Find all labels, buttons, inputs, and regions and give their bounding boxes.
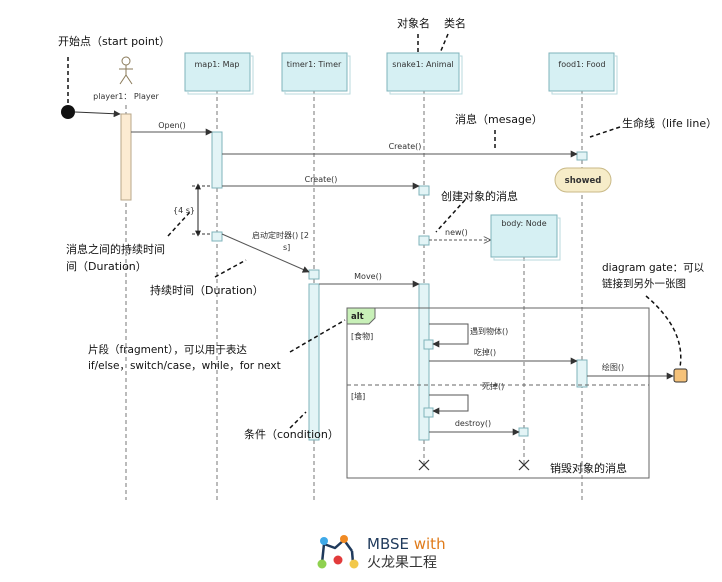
lifeline-label: body: Node <box>501 219 546 228</box>
annotation-duration: 持续时间（Duration） <box>150 283 264 297</box>
msg-move-label: Move() <box>354 272 382 281</box>
lifeline-label: food1: Food <box>558 60 605 69</box>
fragment-guard-food: [食物] <box>351 331 373 341</box>
actor-player1[interactable] <box>119 56 133 85</box>
msg-create1-label: Create() <box>389 142 422 151</box>
destroy-mark-body <box>518 459 530 471</box>
annotation-duration-between-1: 消息之间的持续时间 <box>66 242 165 256</box>
annotation-fragment-2: if/else，switch/case，while，for next <box>88 360 281 372</box>
fragment-operator: alt <box>351 312 364 322</box>
fragment-guard-wall: [墙] <box>351 391 365 401</box>
activation-timer1 <box>308 283 320 441</box>
annotation-leaders <box>67 33 682 429</box>
duration-constraint-label: {4 s} <box>173 206 195 215</box>
lifeline-label: snake1: Animal <box>392 60 453 69</box>
annotation-class-name: 类名 <box>444 16 466 30</box>
lifeline-label: timer1: Timer <box>287 60 342 69</box>
annotation-duration-between-2: 间（Duration） <box>66 260 147 273</box>
msg-die-label: 死掉() <box>482 381 504 391</box>
msg-meet-object-arrow[interactable] <box>429 323 469 348</box>
activation-food1 <box>576 359 588 388</box>
annotation-gate-2: 链接到另外一张图 <box>602 277 686 290</box>
msg-draw-label: 绘图() <box>602 362 624 372</box>
msg-start-timer-label2: s] <box>283 243 290 252</box>
lifeline-food1[interactable]: food1: Food <box>548 52 618 95</box>
activation-snake1-new <box>418 235 430 246</box>
diagram-gate[interactable] <box>673 368 688 383</box>
lifeline-snake1[interactable]: snake1: Animal <box>386 52 463 95</box>
msg-start-timer-arrow[interactable] <box>221 233 310 273</box>
state-showed <box>554 167 612 193</box>
actor-label: player1： Player <box>93 92 159 101</box>
lifeline-body[interactable]: body: Node <box>490 214 561 261</box>
msg-die-arrow[interactable] <box>429 394 469 415</box>
brand-line1: MBSE with <box>367 535 446 553</box>
msg-start-timer-label1: 启动定时器() [2 <box>252 230 309 240</box>
state-label: showed <box>565 176 602 186</box>
msg-new-label: new() <box>445 228 468 237</box>
start-point-node[interactable] <box>61 105 75 119</box>
destroy-mark-snake1 <box>418 459 430 471</box>
msg-destroy-label: destroy() <box>455 419 491 428</box>
annotation-lifeline: 生命线（life line） <box>622 116 717 130</box>
activation-snake1-self2 <box>423 407 434 418</box>
brand-logo-icon <box>317 535 359 569</box>
msg-meet-object-label: 遇到物体() <box>470 326 508 336</box>
lifeline-label: map1: Map <box>195 60 240 69</box>
activation-snake1 <box>418 283 430 441</box>
activation-timer1-small <box>308 269 320 280</box>
activation-map1 <box>211 131 223 189</box>
fragment-tag <box>346 307 376 325</box>
annotation-start-point: 开始点（start point） <box>58 34 170 48</box>
annotation-fragment-1: 片段（fragment），可以用于表达 <box>88 343 247 356</box>
brand-line2: 火龙果工程 <box>367 555 437 571</box>
activation-map1-2 <box>211 231 223 242</box>
annotation-object-name: 对象名 <box>397 16 430 30</box>
msg-create2-label: Create() <box>305 175 338 184</box>
activation-snake1-create <box>418 185 430 196</box>
annotation-gate-1: diagram gate：可以 <box>602 262 705 274</box>
annotation-message: 消息（mesage） <box>455 112 543 126</box>
annotation-create-object: 创建对象的消息 <box>441 189 518 203</box>
lifeline-map1[interactable]: map1: Map <box>184 52 254 95</box>
msg-open-label: Open() <box>158 121 186 130</box>
lifeline-timer1[interactable]: timer1: Timer <box>281 52 351 95</box>
annotation-destroy-message: 销毁对象的消息 <box>550 461 627 475</box>
msg-eat-label: 吃掉() <box>474 347 496 357</box>
activation-snake1-self1 <box>423 339 434 350</box>
activation-food1-create <box>576 151 588 161</box>
activation-player1 <box>120 113 132 201</box>
fragment-alt[interactable] <box>346 307 650 479</box>
annotation-condition: 条件（condition） <box>244 427 339 441</box>
activation-body <box>518 427 529 437</box>
